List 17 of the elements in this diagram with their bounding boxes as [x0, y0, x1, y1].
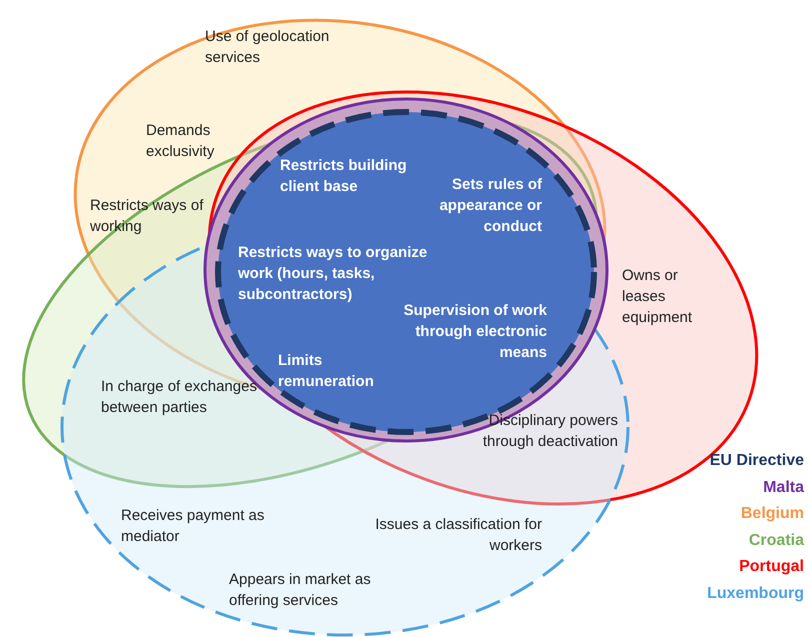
- region-label: Supervision of work through electronic means: [402, 301, 547, 363]
- region-label: Appears in market as offering services: [229, 570, 372, 611]
- legend-entry: Luxembourg: [707, 584, 804, 604]
- region-label: Owns or leases equipment: [622, 266, 694, 328]
- region-label: Restricts ways to organize work (hours, tasks, subcontractors): [238, 243, 428, 304]
- region-label: Restricts building client base: [280, 156, 408, 197]
- region-label: Demands exclusivity: [146, 121, 216, 162]
- region-label: In charge of exchanges between parties: [101, 377, 258, 418]
- region-label: Sets rules of appearance or conduct: [438, 175, 542, 237]
- region-label: Receives payment as mediator: [121, 506, 266, 547]
- legend-entry: Belgium: [740, 504, 804, 524]
- legend-entry: Portugal: [739, 557, 804, 577]
- region-label: Limits remuneration: [278, 351, 375, 392]
- legend-entry: Croatia: [748, 530, 804, 550]
- legend-entry: EU Directive: [710, 451, 804, 471]
- region-label: Issues a classification for workers: [374, 515, 542, 556]
- legend-entry: Malta: [763, 478, 804, 498]
